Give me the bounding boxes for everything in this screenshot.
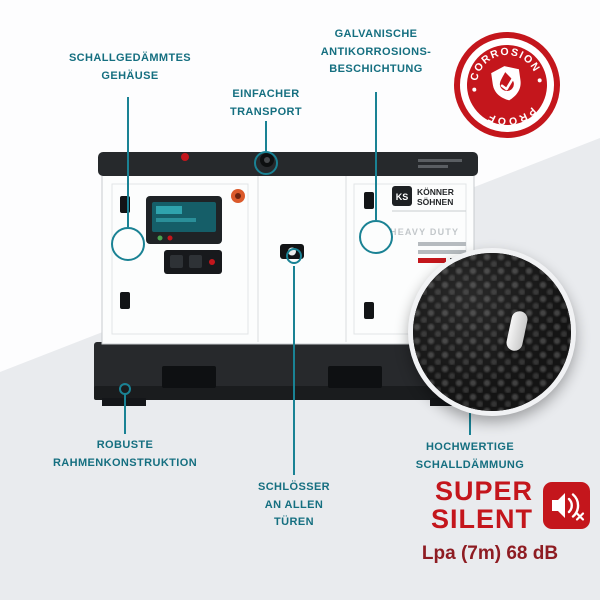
- series-label: HEAVY DUTY: [390, 227, 459, 237]
- insulation-magnifier: [408, 248, 576, 416]
- roof-red-indicator: [181, 153, 189, 161]
- checkmark-icon: [500, 76, 515, 91]
- foam-sheen: [413, 253, 571, 411]
- callout-door-locks: SCHLÖSSER AN ALLEN TÜREN: [257, 481, 331, 529]
- lead-line-housing: [127, 97, 129, 227]
- super-silent-word1: SUPER: [434, 476, 533, 506]
- socket-panel: [164, 250, 222, 274]
- corrosion-proof-badge: CORROSION PROOF: [454, 32, 560, 138]
- lead-line-locks: [293, 266, 295, 475]
- callout-sound-insulation: HOCHWERTIGE SCHALLDÄMMUNG: [415, 441, 525, 471]
- target-ring-locks: [286, 248, 302, 264]
- fine-print-bar: [418, 250, 466, 254]
- callout-soundproof-housing: SCHALLGEDÄMMTES GEHÄUSE: [68, 52, 192, 82]
- super-silent-words: SUPER SILENT: [431, 477, 533, 533]
- lead-line-coating: [375, 92, 377, 220]
- target-ring-housing: [111, 227, 145, 261]
- ks-logo-emblem: [392, 186, 412, 206]
- foam-texture: [413, 253, 571, 411]
- callout-easy-transport: EINFACHER TRANSPORT: [229, 88, 303, 118]
- lead-line-insulation: [469, 413, 471, 435]
- noise-level-spec: Lpa (7m) 68 dB: [421, 543, 559, 565]
- roof-panel: [98, 152, 478, 176]
- lead-line-transport: [265, 121, 267, 151]
- target-ring-frame: [119, 383, 131, 395]
- lead-line-frame: [124, 393, 126, 434]
- callout-robust-frame: ROBUSTE RAHMENKONSTRUKTION: [52, 439, 198, 469]
- fine-print-bar: [418, 242, 466, 246]
- ks-logo-text: KS: [396, 192, 409, 202]
- target-ring-coating: [359, 220, 393, 254]
- brand-line1: KÖNNER: [417, 187, 454, 197]
- brand-line2: SÖHNEN: [417, 197, 453, 207]
- speaker-icon: [543, 481, 590, 529]
- target-ring-transport: [254, 151, 278, 175]
- callout-anticorrosion-coating: GALVANISCHE ANTIKORROSIONS- BESCHICHTUNG: [320, 28, 432, 76]
- control-panel: [146, 196, 222, 244]
- super-silent-word2: SILENT: [430, 504, 533, 535]
- super-silent-block: SUPER SILENT Lpa (7m) 68 dB: [390, 477, 590, 565]
